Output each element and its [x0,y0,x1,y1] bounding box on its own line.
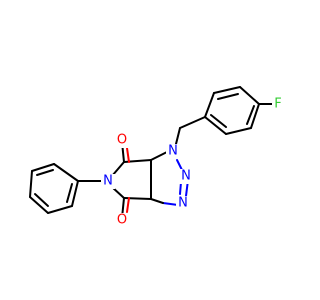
atom-label-n-imide: N [101,174,115,189]
atom-label-n3: N [176,196,190,211]
structure-canvas: O O N N N N F [29,86,284,228]
svg-text:N: N [168,144,178,159]
imide-ring [111,141,152,219]
fluorophenyl-ring [204,86,260,135]
atom-label-f: F [272,97,284,112]
svg-text:O: O [117,133,127,148]
molecule-structure: O O N N N N F [29,86,284,228]
svg-text:N: N [178,196,188,211]
ch2-ring-bond [179,116,206,129]
n-ch2-bond [175,127,181,145]
phenyl-ring [29,163,79,214]
svg-text:O: O [117,213,127,228]
atom-label-n1: N [166,144,180,159]
atom-label-o-top: O [115,133,129,148]
atom-label-o-bottom: O [115,213,129,228]
svg-text:F: F [274,97,281,112]
svg-text:N: N [181,169,191,184]
atom-label-n2: N [179,169,193,184]
svg-text:N: N [103,174,113,189]
